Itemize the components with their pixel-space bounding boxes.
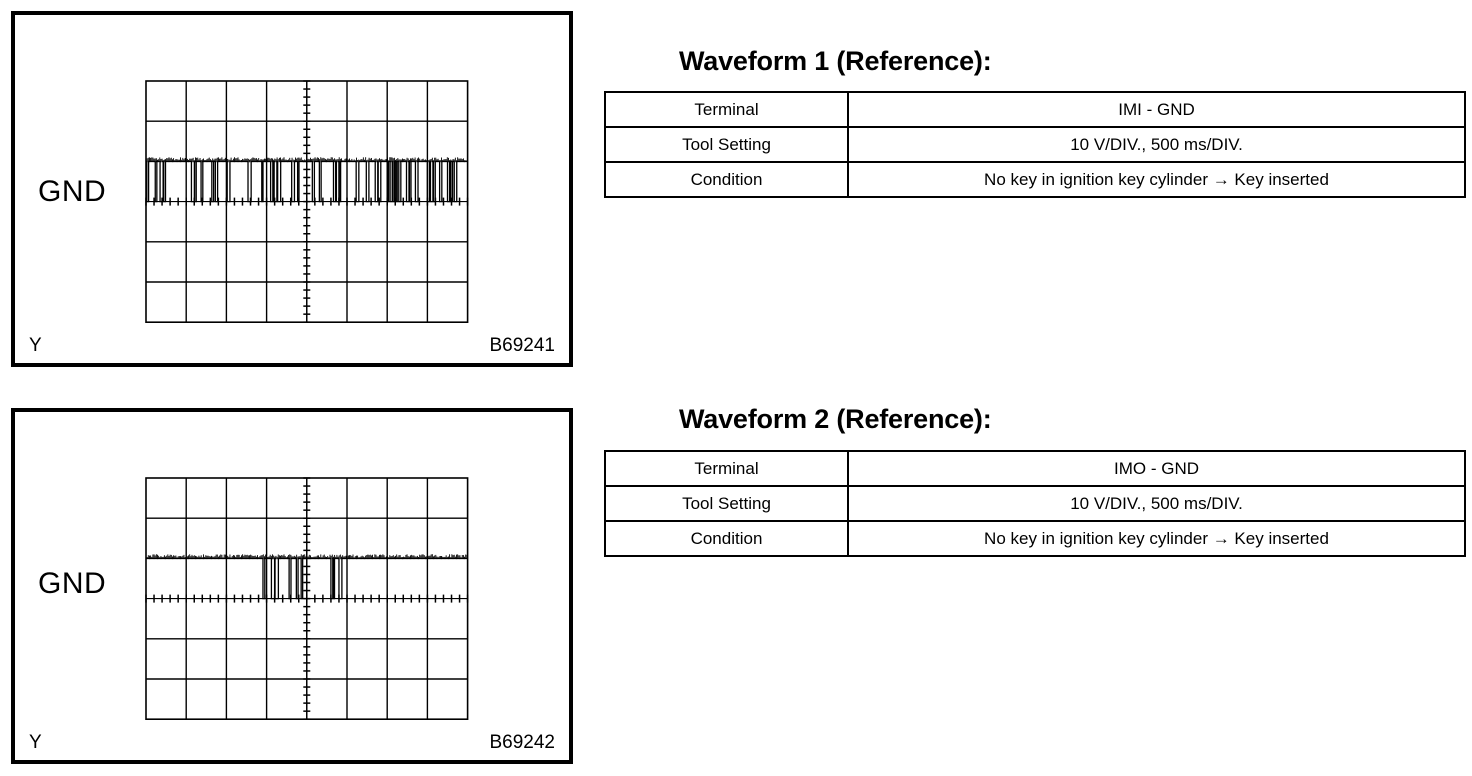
table-row: Condition No key in ignition key cylinde… (604, 161, 1466, 198)
row-label-terminal: Terminal (604, 450, 849, 487)
oscilloscope-trace-2 (145, 477, 469, 720)
waveform-2-heading: Waveform 2 (Reference): (679, 404, 992, 434)
row-value-terminal: IMI - GND (847, 91, 1466, 128)
row-label-condition: Condition (604, 161, 849, 198)
row-label-condition: Condition (604, 520, 849, 557)
scope-panel-waveform-2: Y B69242 (11, 408, 573, 764)
row-value-tool-setting: 10 V/DIV., 500 ms/DIV. (847, 485, 1466, 522)
table-row: Tool Setting 10 V/DIV., 500 ms/DIV. (604, 126, 1466, 163)
row-label-tool-setting: Tool Setting (604, 126, 849, 163)
table-row: Tool Setting 10 V/DIV., 500 ms/DIV. (604, 485, 1466, 522)
panel-1-figure-code: B69241 (489, 335, 555, 356)
oscilloscope-trace-1 (145, 80, 469, 323)
row-label-tool-setting: Tool Setting (604, 485, 849, 522)
waveform-1-heading: Waveform 1 (Reference): (679, 46, 992, 76)
row-value-condition: No key in ignition key cylinder → Key in… (847, 520, 1466, 557)
gnd-label-2: GND (38, 567, 107, 600)
row-label-terminal: Terminal (604, 91, 849, 128)
row-value-terminal: IMO - GND (847, 450, 1466, 487)
table-row: Terminal IMI - GND (604, 91, 1466, 128)
gnd-label-1: GND (38, 175, 107, 208)
scope-screen-1 (15, 15, 569, 363)
panel-1-axis-label: Y (29, 335, 42, 356)
waveform-2-spec-table: Terminal IMO - GND Tool Setting 10 V/DIV… (604, 450, 1466, 557)
scope-screen-2 (15, 412, 569, 760)
table-row: Condition No key in ignition key cylinde… (604, 520, 1466, 557)
waveform-1-spec-table: Terminal IMI - GND Tool Setting 10 V/DIV… (604, 91, 1466, 198)
table-row: Terminal IMO - GND (604, 450, 1466, 487)
row-value-condition: No key in ignition key cylinder → Key in… (847, 161, 1466, 198)
row-value-tool-setting: 10 V/DIV., 500 ms/DIV. (847, 126, 1466, 163)
scope-panel-waveform-1: Y B69241 (11, 11, 573, 367)
panel-2-figure-code: B69242 (489, 732, 555, 753)
panel-2-axis-label: Y (29, 732, 42, 753)
